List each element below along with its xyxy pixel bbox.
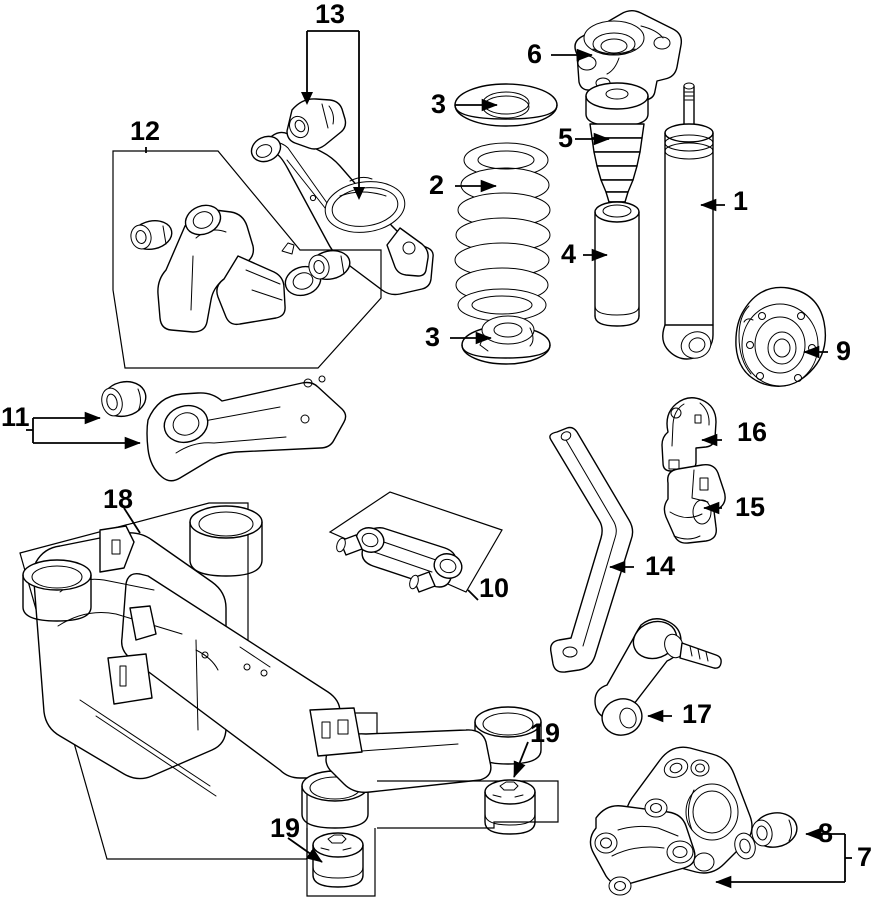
part-16-stabilizer-bracket <box>661 397 722 472</box>
bushing-12-right <box>308 249 351 281</box>
callout-5: 5 <box>558 123 574 153</box>
part-7-knuckle-assembly <box>589 746 852 896</box>
callout-18: 18 <box>103 484 134 514</box>
callout-16: 16 <box>737 417 768 447</box>
part-13-upper-control-arm <box>250 30 434 296</box>
part-19-subframe-bushing-left <box>287 828 376 897</box>
callout-13: 13 <box>315 0 346 29</box>
part-15-stabilizer-bushing <box>663 463 726 544</box>
part-19-subframe-bushing-right <box>377 741 559 835</box>
part-10-toe-link-kit <box>328 491 503 601</box>
callout-11: 11 <box>1 402 30 432</box>
callout-3-lower: 3 <box>425 322 441 352</box>
bushing-12-left <box>130 219 173 251</box>
callout-6: 6 <box>527 39 543 69</box>
callout-9: 9 <box>836 336 852 366</box>
part-18-rear-subframe <box>19 502 542 860</box>
callout-12: 12 <box>130 116 161 146</box>
part-3-lower-spring-seat <box>450 315 551 365</box>
callout-19-right: 19 <box>530 718 561 748</box>
callout-2: 2 <box>429 170 445 200</box>
part-14-stabilizer-bar <box>549 426 634 673</box>
callout-8: 8 <box>818 818 834 848</box>
callout-15: 15 <box>735 492 766 522</box>
callout-3-upper: 3 <box>431 89 447 119</box>
callout-10: 10 <box>479 573 510 603</box>
callout-19-left: 19 <box>270 813 301 843</box>
bushing-13 <box>286 98 347 150</box>
part-3-upper-spring-seat <box>454 83 558 127</box>
callout-7: 7 <box>857 842 873 872</box>
bushing-8 <box>751 812 798 848</box>
part-1-shock-absorber <box>662 82 725 360</box>
part-12-lower-control-arm-kit <box>112 147 382 369</box>
part-11-trailing-arm <box>26 375 347 482</box>
callout-1: 1 <box>733 186 749 216</box>
bushing-11 <box>101 380 147 418</box>
callout-14: 14 <box>645 551 676 581</box>
callout-17: 17 <box>682 699 713 729</box>
part-17-stabilizer-link <box>594 618 722 736</box>
callout-4: 4 <box>561 239 577 269</box>
part-6-strut-mount <box>551 10 683 104</box>
part-2-coil-spring <box>454 142 551 322</box>
part-9-wheel-hub-bearing <box>735 286 828 387</box>
part-4-dust-shield <box>583 201 640 327</box>
part-5-bump-stop <box>575 82 649 217</box>
